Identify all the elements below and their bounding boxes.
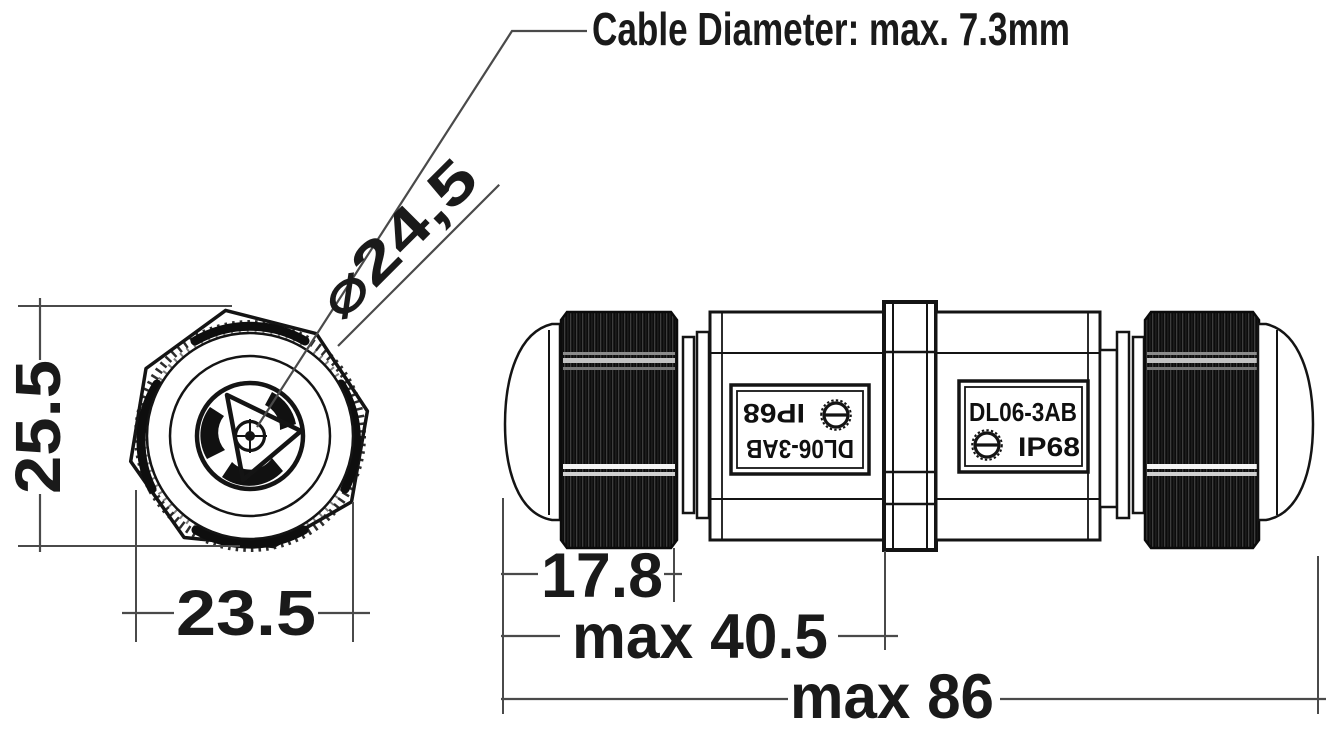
label-panel-right: DL06-3AB IP68: [957, 379, 1090, 474]
left-nut-highlights: [563, 352, 675, 476]
dim-total: max 86: [501, 556, 1326, 732]
diameter-label: ⌀24,5: [305, 146, 491, 332]
dim-total-label: max 86: [790, 662, 994, 732]
center-mark-icon: [233, 419, 267, 453]
insert-blob-left: [200, 407, 225, 459]
width-dimension-label: 23.5: [176, 577, 316, 649]
right-gland-nut: [1143, 310, 1261, 550]
right-cap: [1256, 322, 1315, 522]
model-text: DL06-3AB: [746, 434, 854, 464]
coupling-ring: [882, 300, 938, 552]
body-left: DL06-3AB IP68: [708, 310, 886, 542]
left-cap: [503, 322, 562, 522]
screw-head-icon: [820, 399, 852, 431]
dim-gland: 17.8: [501, 498, 682, 714]
seal-rings-right: [1098, 330, 1146, 520]
diameter-leader-line: [337, 184, 500, 347]
ip-rating-text: IP68: [743, 398, 805, 428]
dim-half: max 40.5: [501, 551, 898, 672]
knurl-shadow-arcs: [136, 321, 361, 549]
width-dimension: 23.5: [122, 490, 370, 649]
screw-head-icon: [971, 429, 1003, 461]
diameter-annotation: ⌀24,5: [305, 146, 500, 347]
front-view: 25.5 23.5 ⌀24,5: [2, 29, 587, 649]
right-nut-highlights: [1147, 352, 1257, 476]
cable-leader-line: [256, 29, 587, 428]
callout-text: Cable Diameter: max. 7.3mm: [592, 3, 1070, 55]
dim-gland-label: 17.8: [541, 541, 663, 611]
model-text: DL06-3AB: [969, 397, 1077, 427]
left-gland-nut: [559, 310, 679, 550]
seal-rings-left: [681, 330, 711, 520]
height-dimension: 25.5: [2, 298, 240, 552]
side-view: DL06-3AB IP68: [501, 300, 1326, 732]
height-dimension-label: 25.5: [2, 360, 74, 494]
body-right: DL06-3AB IP68: [934, 310, 1102, 542]
ip-rating-text: IP68: [1018, 432, 1080, 462]
dim-half-label: max 40.5: [572, 602, 828, 672]
label-panel-left: DL06-3AB IP68: [729, 383, 871, 476]
